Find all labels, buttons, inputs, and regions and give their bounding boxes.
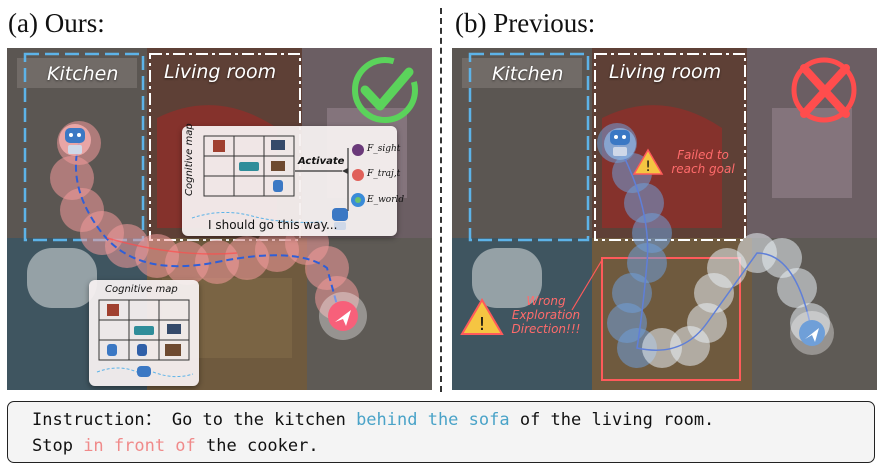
instruction-highlight-behind-sofa: behind the sofa: [356, 410, 510, 430]
instruction-line-2: Stop in front of the cooker.: [32, 433, 850, 459]
robot-small-icon: [137, 366, 151, 377]
success-check-icon: [352, 57, 418, 123]
location-pin-icon: [352, 169, 364, 181]
room-label-living-ours: Living room: [164, 61, 277, 83]
goal-marker-icon: [319, 292, 367, 340]
robot-map-icon: [273, 180, 283, 192]
warning-icon-wrong: !: [460, 298, 504, 335]
cognitive-map-title: Cognitive map: [184, 123, 195, 196]
scene-ours: Kitchen Living room: [7, 48, 432, 390]
room-label-living-previous: Living room: [609, 61, 722, 83]
cooker-icon: [107, 304, 119, 316]
panel-title-previous: (b) Previous:: [455, 8, 596, 38]
feature-symbol-traj: F_traj,t: [367, 169, 401, 179]
person-icon: [137, 344, 147, 356]
instruction-part-3: Stop: [32, 436, 84, 456]
feature-symbol-sight: F_sight: [367, 144, 401, 154]
tv-icon: [167, 324, 181, 334]
cognitive-map-small-title: Cognitive map: [105, 284, 178, 295]
panel-title-ours: (a) Ours:: [8, 8, 105, 38]
end-marker-icon: [790, 311, 834, 355]
warning-text-wrong: Wrong Exploration Direction!!!: [511, 294, 581, 336]
warning-icon-fail: !: [632, 148, 664, 175]
feature-symbol-world: E_world: [367, 195, 405, 205]
cabinet-icon: [165, 344, 181, 356]
instruction-part-4: the cooker.: [195, 436, 319, 456]
floorplan-previous: ! !: [452, 48, 877, 390]
cooker-icon: [213, 140, 225, 152]
instruction-part-1: Go to the kitchen: [161, 410, 357, 430]
scene-previous: ! ! Kitchen Living room Failed to reach …: [452, 48, 877, 390]
robot-speech: I should go this way...: [208, 218, 338, 232]
cognitive-reasoning-box: Cognitive map Activate F_sight F_traj,t …: [182, 123, 404, 236]
sofa-icon: [239, 162, 259, 171]
room-label-kitchen-previous: Kitchen: [492, 63, 564, 85]
robot-start-icon: [604, 128, 636, 160]
panel-divider: [440, 8, 442, 392]
instruction-highlight-in-front-of: in front of: [83, 436, 196, 456]
svg-text:!: !: [478, 314, 485, 335]
robot-start-icon: [59, 124, 91, 156]
instruction-box: Instruction： Go to the kitchen behind th…: [7, 401, 875, 463]
warning-text-fail: Failed to reach goal: [671, 148, 735, 176]
cabinet-icon: [271, 161, 285, 171]
sofa-icon: [134, 326, 154, 335]
eye-icon: [352, 144, 364, 156]
room-label-kitchen-ours: Kitchen: [47, 63, 119, 85]
instruction-label: Instruction：: [32, 410, 162, 430]
failure-x-icon: [791, 57, 857, 123]
instruction-line-1: Instruction： Go to the kitchen behind th…: [32, 407, 850, 433]
svg-text:!: !: [645, 159, 651, 175]
instruction-part-2: of the living room.: [509, 410, 715, 430]
tv-icon: [271, 140, 285, 150]
trail-ours: [50, 121, 359, 320]
cognitive-map-small: Cognitive map: [89, 280, 199, 386]
activate-label: Activate: [298, 156, 345, 167]
robot-thinking-icon: [332, 208, 348, 230]
robot-map-icon: [107, 344, 117, 356]
